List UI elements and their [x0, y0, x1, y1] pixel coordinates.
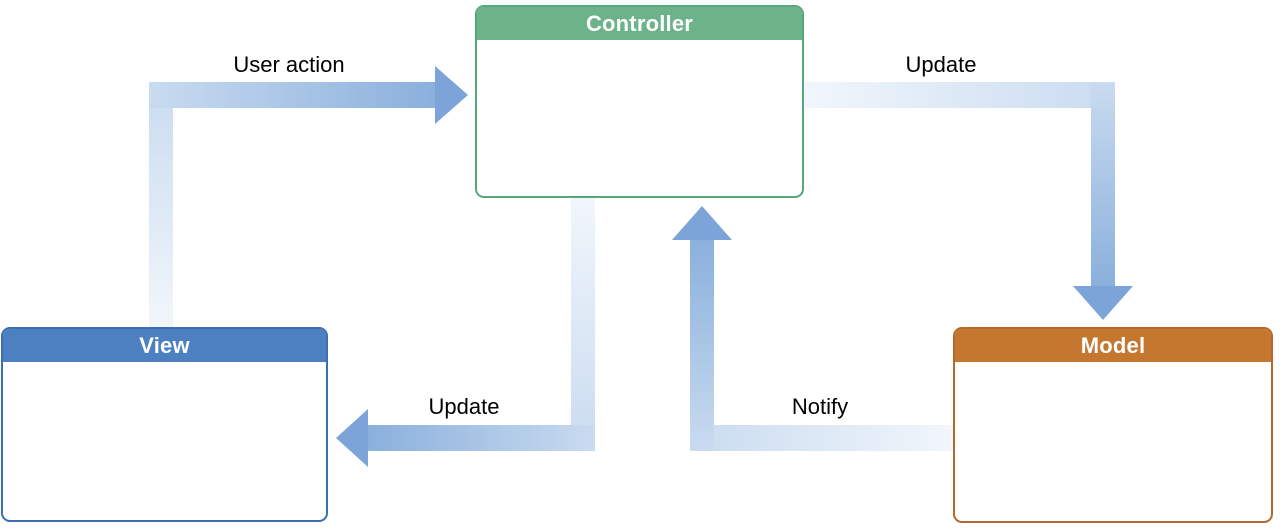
controller-title: Controller: [585, 10, 694, 36]
arrow-update-model-vertical-shaft: [1091, 82, 1115, 286]
controller-box: Controller: [475, 5, 804, 198]
arrow-label-update-view: Update: [428, 394, 500, 419]
model-header: Model: [955, 329, 1271, 362]
arrow-update-view: [336, 198, 595, 467]
view-box: View: [1, 327, 328, 522]
arrow-label-notify: Notify: [791, 394, 849, 419]
arrow-update-view-head-icon: [336, 409, 368, 467]
arrow-update-model-head-icon: [1073, 286, 1133, 320]
arrow-user-action-vertical-shaft: [149, 82, 173, 328]
arrow-notify-horizontal-shaft: [690, 425, 953, 451]
arrow-user-action-head-icon: [435, 66, 468, 124]
arrow-update-view-horizontal-shaft: [368, 425, 595, 451]
arrow-notify-head-icon: [672, 206, 732, 240]
arrow-update-model-horizontal-shaft: [805, 82, 1115, 108]
arrow-label-user-action: User action: [233, 52, 345, 77]
arrow-notify-vertical-shaft: [690, 240, 714, 451]
arrow-user-action: [149, 66, 468, 328]
model-title: Model: [1080, 332, 1146, 358]
arrow-label-update-model: Update: [905, 52, 977, 77]
arrow-update-view-vertical-shaft: [571, 198, 595, 451]
arrow-user-action-horizontal-shaft: [149, 82, 435, 108]
arrow-update-model: [805, 82, 1133, 320]
view-header: View: [3, 329, 326, 362]
model-box: Model: [953, 327, 1273, 523]
controller-header: Controller: [477, 7, 802, 40]
view-title: View: [139, 332, 190, 358]
arrow-notify: [672, 206, 953, 451]
